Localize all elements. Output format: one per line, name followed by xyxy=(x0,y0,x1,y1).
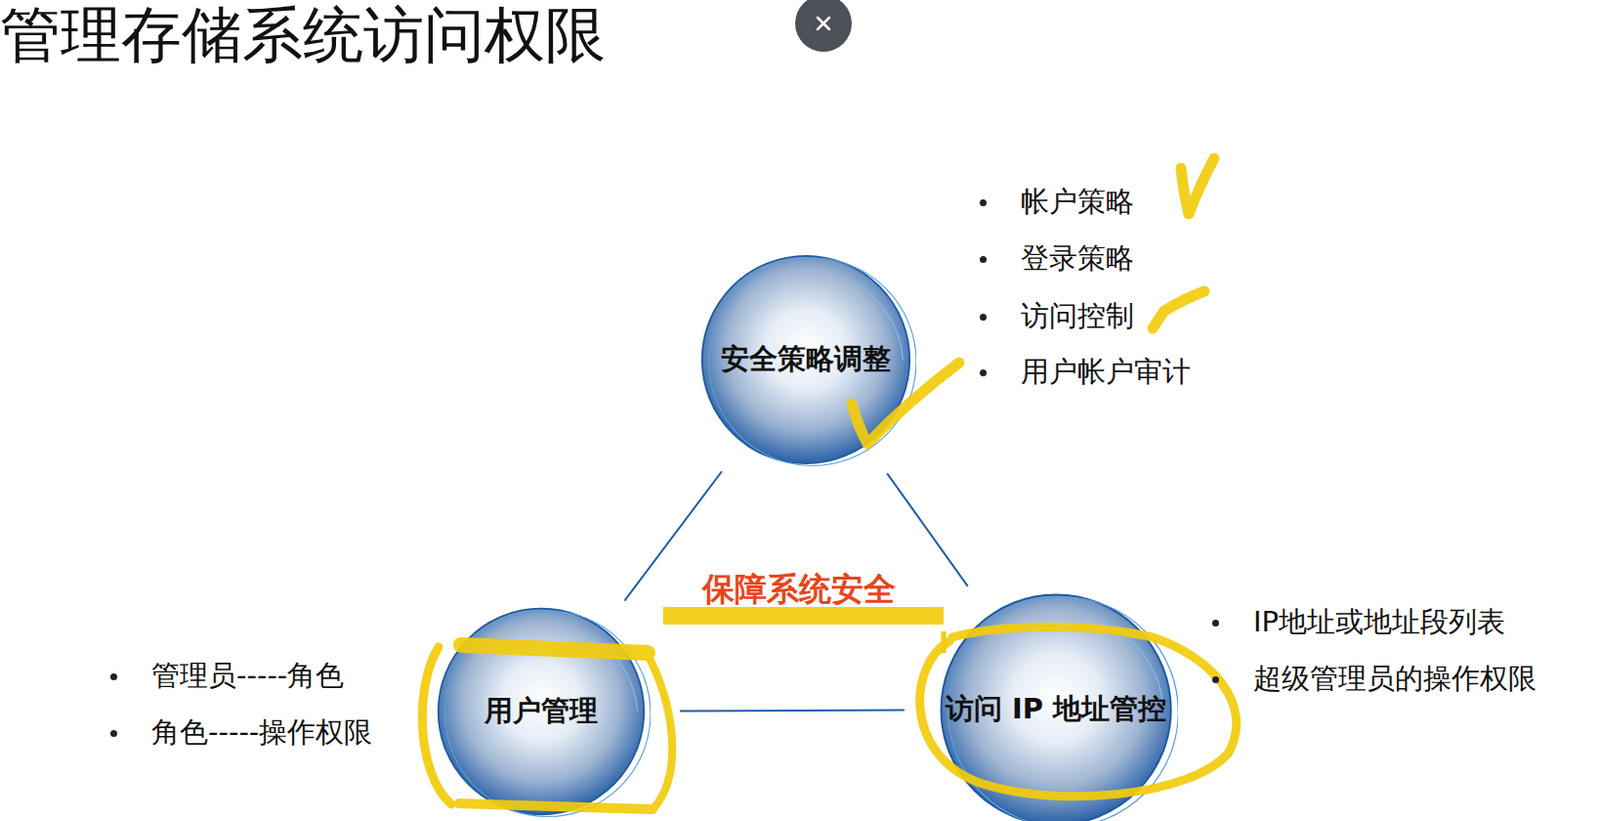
sphere-node: 用户管理 xyxy=(431,601,651,821)
bullet-dot xyxy=(979,255,987,263)
bullet-dot xyxy=(979,369,987,377)
sphere-node: 访问 IP 地址管控 xyxy=(933,587,1179,821)
bullet-item: 管理员-----角色 xyxy=(151,656,344,696)
bullet-dot xyxy=(1212,675,1220,683)
slide-title: 管理存储系统访问权限 xyxy=(0,0,606,77)
connector-line xyxy=(886,472,969,586)
bullet-item: 帐户策略 xyxy=(1020,182,1135,222)
check-mark xyxy=(1152,291,1205,329)
bullet-item: 角色-----操作权限 xyxy=(151,713,373,753)
node-label: 访问 IP 地址管控 xyxy=(945,689,1167,729)
bullet-dot xyxy=(1212,619,1220,627)
check-mark xyxy=(1180,158,1215,214)
node-label: 安全策略调整 xyxy=(720,339,891,379)
bullet-item: 登录策略 xyxy=(1020,239,1135,279)
bullet-item: IP地址或地址段列表 xyxy=(1253,602,1506,642)
highlight-bar xyxy=(663,606,944,625)
bullet-item: 访问控制 xyxy=(1020,296,1135,337)
bullet-item: 超级管理员的操作权限 xyxy=(1253,659,1537,699)
bullet-dot xyxy=(110,673,118,680)
connector-line xyxy=(679,709,905,713)
sphere-node: 安全策略调整 xyxy=(695,249,917,470)
highlight-stroke xyxy=(941,631,947,653)
bullet-dot xyxy=(979,313,987,321)
highlight-stroke xyxy=(646,652,673,807)
bullet-dot xyxy=(110,729,118,737)
node-label: 用户管理 xyxy=(484,691,598,731)
center-caption: 保障系统安全 xyxy=(702,567,896,612)
bullet-dot xyxy=(979,199,987,207)
close-button xyxy=(793,0,854,53)
bullet-item: 用户帐户审计 xyxy=(1020,352,1191,392)
